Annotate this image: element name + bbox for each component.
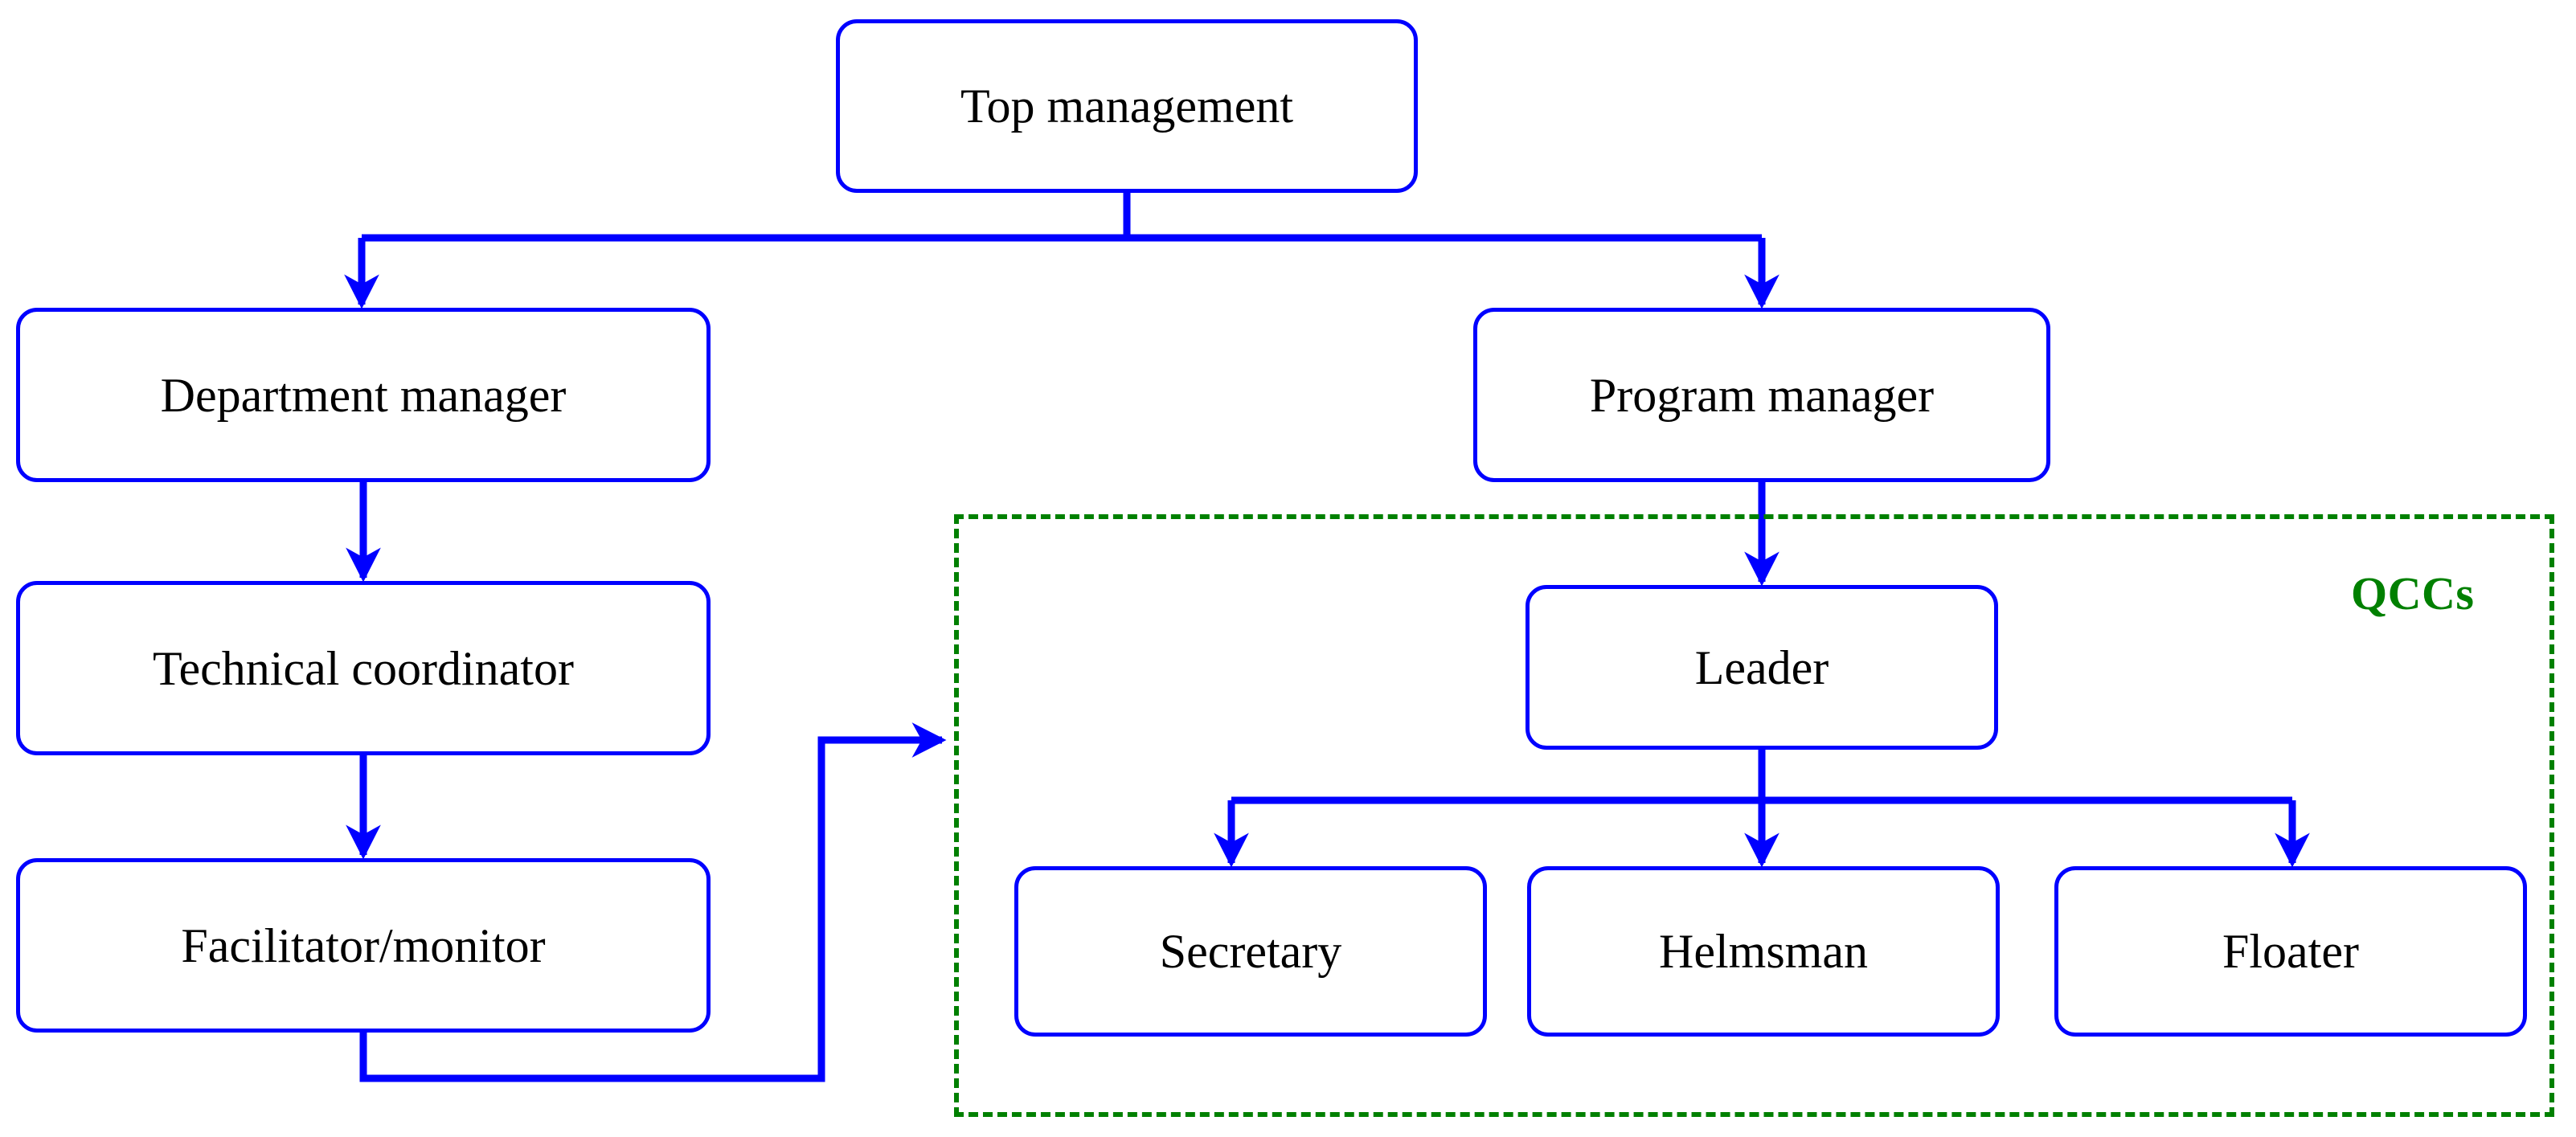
node-helmsman[interactable]: Helmsman <box>1527 866 2000 1037</box>
node-label-department-manager: Department manager <box>160 368 567 422</box>
node-label-secretary: Secretary <box>1159 925 1342 978</box>
node-label-floater: Floater <box>2222 925 2359 978</box>
node-label-program-manager: Program manager <box>1589 368 1935 422</box>
node-floater[interactable]: Floater <box>2054 866 2527 1037</box>
node-label-facilitator-monitor: Facilitator/monitor <box>181 918 546 972</box>
node-label-technical-coordinator: Technical coordinator <box>153 641 574 695</box>
node-top-management[interactable]: Top management <box>836 19 1418 193</box>
qccs-group-label: QCCs <box>2351 567 2475 620</box>
node-facilitator-monitor[interactable]: Facilitator/monitor <box>16 858 711 1033</box>
node-department-manager[interactable]: Department manager <box>16 308 711 482</box>
node-program-manager[interactable]: Program manager <box>1473 308 2050 482</box>
node-technical-coordinator[interactable]: Technical coordinator <box>16 581 711 755</box>
node-label-leader: Leader <box>1694 640 1829 694</box>
node-secretary[interactable]: Secretary <box>1014 866 1487 1037</box>
node-label-top-management: Top management <box>960 80 1293 133</box>
qccs-group-box <box>954 514 2554 1117</box>
node-label-helmsman: Helmsman <box>1659 925 1868 978</box>
node-leader[interactable]: Leader <box>1526 585 1998 750</box>
